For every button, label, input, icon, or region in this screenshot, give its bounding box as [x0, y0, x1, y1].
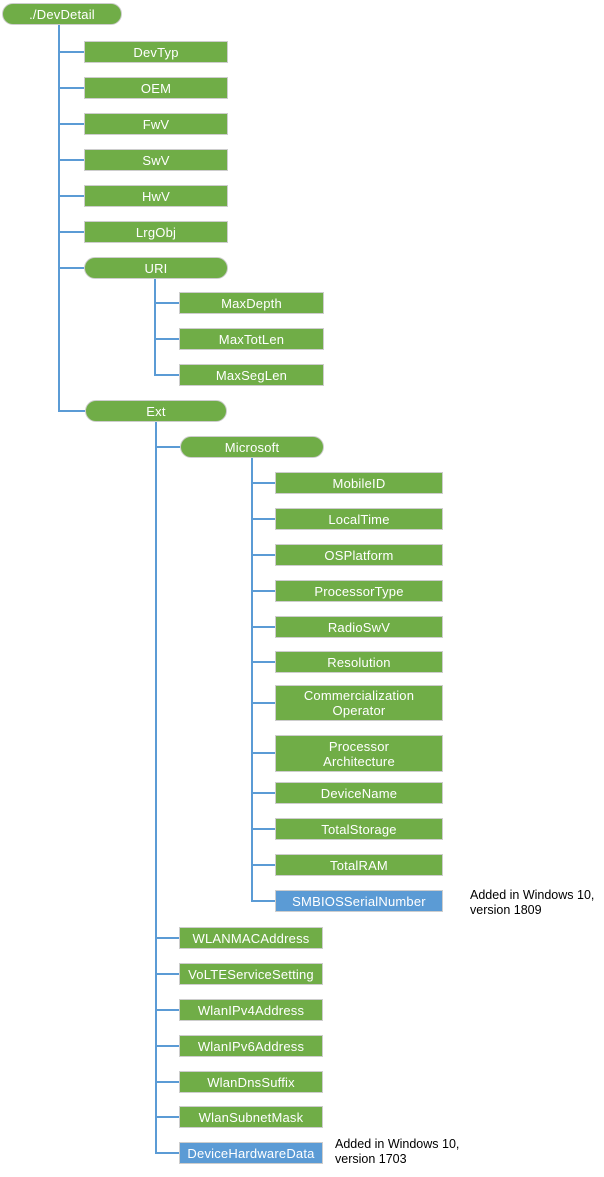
connector-stub-commercializationoperator [251, 702, 277, 704]
annotation-line: version 1809 [470, 903, 542, 917]
connector-stub-mobileid [251, 482, 277, 484]
node-devicename: DeviceName [275, 782, 443, 804]
connector-stub-voltservicesetting [155, 973, 181, 975]
node-mobileid: MobileID [275, 472, 443, 494]
connector-stub-oem [58, 87, 86, 89]
connector-stub-devicehardwaredata [155, 1152, 181, 1154]
connector-stub-ext [58, 410, 87, 412]
node-wlanmacaddress: WLANMACAddress [179, 927, 323, 949]
connector-stub-localtime [251, 518, 277, 520]
connector-stub-totalram [251, 864, 277, 866]
connector-stub-wlanmacaddress [155, 937, 181, 939]
node-label-line: Architecture [323, 753, 395, 769]
annotation-devicehardware-added-version: Added in Windows 10, version 1703 [335, 1137, 475, 1167]
node-wlanipv6address: WlanIPv6Address [179, 1035, 323, 1057]
connector-stub-swv [58, 159, 86, 161]
node-totalram: TotalRAM [275, 854, 443, 876]
node-label-line: Processor [328, 738, 390, 754]
connector-stub-osplatform [251, 554, 277, 556]
connector-stub-microsoft [155, 446, 182, 448]
annotation-line: version 1703 [335, 1152, 407, 1166]
node-devicehardwaredata: DeviceHardwareData [179, 1142, 323, 1164]
node-oem: OEM [84, 77, 228, 99]
annotation-smbios-added-version: Added in Windows 10, version 1809 [470, 888, 604, 918]
node-smbiosserialnumber: SMBIOSSerialNumber [275, 890, 443, 912]
connector-stub-smbiosserialnumber [251, 900, 277, 902]
connector-stub-processorarchitecture [251, 752, 277, 754]
annotation-line: Added in Windows 10, [470, 888, 595, 902]
connector-stub-processortype [251, 590, 277, 592]
connector-stub-maxseglen [154, 374, 181, 376]
node-totalstorage: TotalStorage [275, 818, 443, 840]
node-radioswv: RadioSwV [275, 616, 443, 638]
node-label-line: Commercialization [303, 688, 415, 703]
connector-stub-wlanipv4address [155, 1009, 181, 1011]
connector-stub-devicename [251, 792, 277, 794]
node-swv: SwV [84, 149, 228, 171]
connector-stub-wlanipv6address [155, 1045, 181, 1047]
connector-stub-devtyp [58, 51, 86, 53]
node-devtyp: DevTyp [84, 41, 228, 63]
node-processortype: ProcessorType [275, 580, 443, 602]
connector-stub-radioswv [251, 626, 277, 628]
node-maxtotlen: MaxTotLen [179, 328, 324, 350]
connector-trunk-microsoft [251, 458, 253, 902]
node-wlandnssuffix: WlanDnsSuffix [179, 1071, 323, 1093]
node-resolution: Resolution [275, 651, 443, 673]
node-microsoft: Microsoft [180, 436, 324, 458]
connector-stub-wlansubnetmask [155, 1116, 181, 1118]
connector-stub-maxdepth [154, 302, 181, 304]
connector-stub-hwv [58, 195, 86, 197]
node-lrgobj: LrgObj [84, 221, 228, 243]
node-uri: URI [84, 257, 228, 279]
connector-trunk-root [58, 25, 60, 412]
node-label-line: Operator [332, 703, 386, 718]
node-localtime: LocalTime [275, 508, 443, 530]
node-voltservicesetting: VoLTEServiceSetting [179, 963, 323, 985]
node-fwv: FwV [84, 113, 228, 135]
node-commercialization-operator: Commercialization Operator [275, 685, 443, 721]
node-ext: Ext [85, 400, 227, 422]
node-wlanipv4address: WlanIPv4Address [179, 999, 323, 1021]
connector-stub-maxtotlen [154, 338, 181, 340]
node-maxseglen: MaxSegLen [179, 364, 324, 386]
connector-stub-uri [58, 267, 86, 269]
node-processor-architecture: Processor Architecture [275, 735, 443, 772]
node-osplatform: OSPlatform [275, 544, 443, 566]
connector-stub-wlandnssuffix [155, 1081, 181, 1083]
connector-stub-resolution [251, 661, 277, 663]
annotation-line: Added in Windows 10, [335, 1137, 460, 1151]
connector-stub-lrgobj [58, 231, 86, 233]
connector-stub-totalstorage [251, 828, 277, 830]
connector-stub-fwv [58, 123, 86, 125]
node-root-devdetail: ./DevDetail [2, 3, 122, 25]
connector-trunk-ext [155, 422, 157, 1154]
connector-trunk-uri [154, 279, 156, 376]
node-maxdepth: MaxDepth [179, 292, 324, 314]
node-wlansubnetmask: WlanSubnetMask [179, 1106, 323, 1128]
node-hwv: HwV [84, 185, 228, 207]
